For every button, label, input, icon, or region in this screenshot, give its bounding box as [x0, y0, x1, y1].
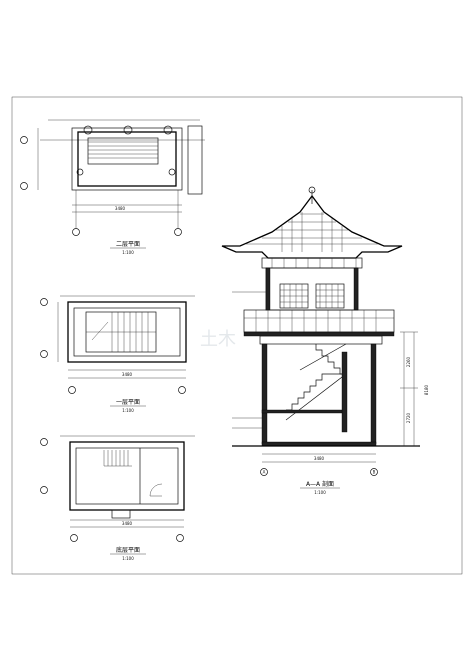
section-axis-a: A	[263, 470, 266, 475]
plan-bottom-scale: 1:100	[122, 556, 134, 561]
plan-second-floor: 3480 二层平面 1:100	[20, 119, 205, 255]
plan-first-floor: 3480 一层平面 1:100	[40, 295, 195, 413]
section-dim-upper: 2260	[406, 356, 411, 367]
section-base-dim: 3480	[314, 456, 325, 461]
watermark: 土木	[200, 329, 236, 350]
plan-top-title: 二层平面	[116, 241, 140, 248]
plan-bottom-title: 底层平面	[116, 546, 140, 554]
sheet-border	[11, 96, 463, 575]
plan-mid-scale: 1:100	[122, 408, 134, 413]
section-title: A—A 剖面	[306, 480, 334, 488]
plan-mid-title: 一层平面	[116, 399, 140, 406]
section-dim-overall: 8180	[424, 384, 429, 395]
section-a-a: 2260 2720 8180 3480 A B A—A 剖面 1:100	[221, 186, 429, 495]
section-scale: 1:100	[314, 490, 326, 495]
plan-bottom-dim: 3480	[122, 521, 133, 526]
plan-mid-dim: 3480	[122, 372, 133, 377]
section-dim-lower: 2720	[406, 412, 411, 423]
plan-top-dim: 3480	[115, 206, 126, 211]
plan-top-scale: 1:100	[122, 250, 134, 255]
plan-ground-floor: 3480 底层平面 1:100	[40, 435, 195, 561]
section-axis-b: B	[373, 470, 376, 475]
